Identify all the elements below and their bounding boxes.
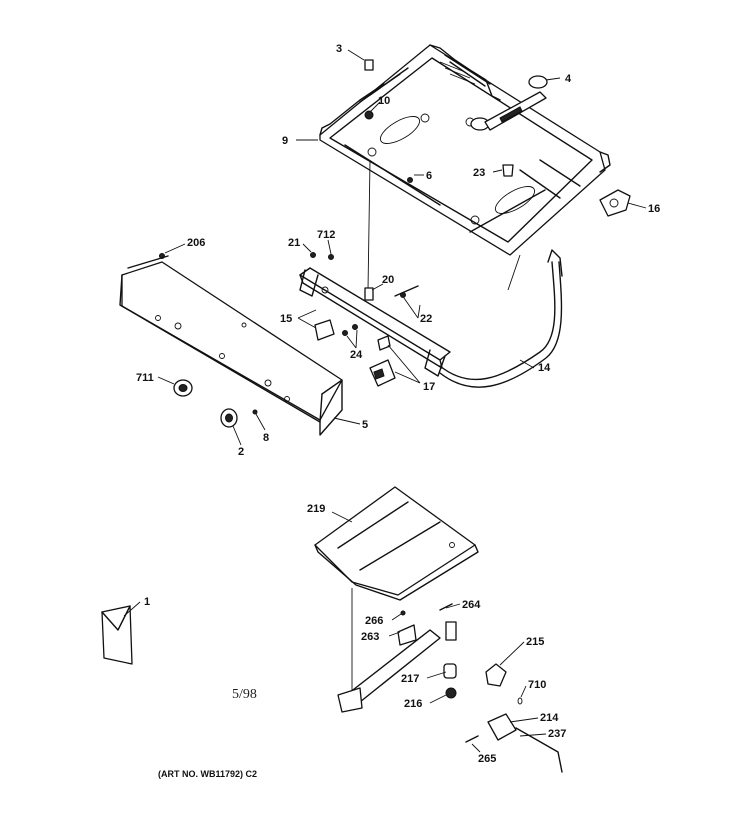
label-216: 216 <box>404 698 422 710</box>
label-6: 6 <box>426 170 432 182</box>
label-710: 710 <box>528 679 546 691</box>
label-2: 2 <box>238 446 244 458</box>
literature-envelope <box>101 605 133 665</box>
gas-pipe <box>367 159 563 388</box>
label-217: 217 <box>401 673 419 685</box>
label-219: 219 <box>307 503 325 515</box>
label-22: 22 <box>420 313 432 325</box>
label-9: 9 <box>282 135 288 147</box>
date-note: 5/98 <box>232 687 257 702</box>
label-712: 712 <box>317 229 335 241</box>
manifold-pipe <box>299 267 451 377</box>
label-206: 206 <box>187 237 205 249</box>
label-1: 1 <box>144 596 150 608</box>
label-21: 21 <box>288 237 300 249</box>
igniter-assembly <box>470 75 548 131</box>
label-15: 15 <box>280 313 292 325</box>
burner-box-frame <box>319 44 611 256</box>
label-10: 10 <box>378 95 390 107</box>
callout-labels: 3 4 10 9 6 23 16 206 21 712 20 15 22 24 … <box>136 43 660 765</box>
label-20: 20 <box>382 274 394 286</box>
heat-shield <box>314 486 479 690</box>
label-264: 264 <box>462 599 481 611</box>
label-8: 8 <box>263 432 269 444</box>
broil-burner <box>337 603 457 713</box>
label-711: 711 <box>136 372 154 384</box>
knobs <box>173 379 258 428</box>
label-23: 23 <box>473 167 485 179</box>
label-215: 215 <box>526 636 544 648</box>
fasteners-top <box>364 59 514 183</box>
label-5: 5 <box>362 419 368 431</box>
label-214: 214 <box>540 712 559 724</box>
fasteners-middle <box>159 252 406 336</box>
control-panel <box>119 255 343 436</box>
art-number: (ART NO. WB11792) C2 <box>158 769 257 779</box>
label-14: 14 <box>538 362 551 374</box>
orifice-holder <box>599 189 631 217</box>
electrode-assembly <box>465 663 563 773</box>
label-237: 237 <box>548 728 566 740</box>
label-17: 17 <box>423 381 435 393</box>
leader-lines <box>123 49 647 753</box>
label-265: 265 <box>478 753 496 765</box>
burner-valves <box>314 285 419 387</box>
label-3: 3 <box>336 43 342 55</box>
label-4: 4 <box>565 73 572 85</box>
label-266: 266 <box>365 615 383 627</box>
label-24: 24 <box>350 349 363 361</box>
label-263: 263 <box>361 631 379 643</box>
label-16: 16 <box>648 203 660 215</box>
